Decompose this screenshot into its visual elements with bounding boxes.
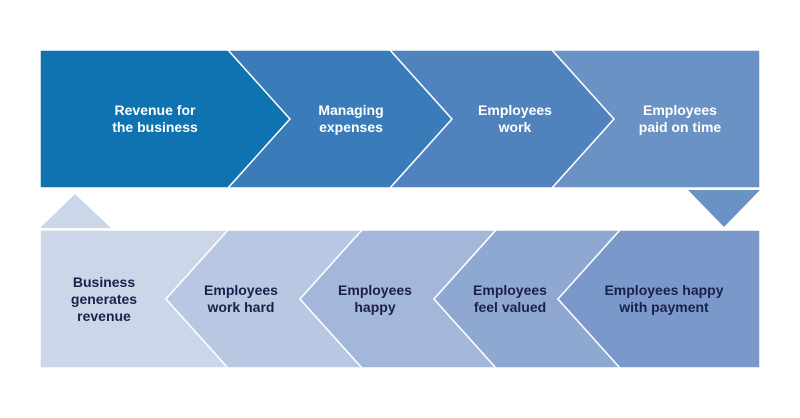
top-step-employees-paid-on-time-shape bbox=[550, 49, 761, 189]
top-step-label-employees-work: Employees work bbox=[478, 102, 552, 135]
up-arrow-connector bbox=[40, 194, 111, 228]
bottom-step-label-employees-happy: Employees happy bbox=[338, 282, 412, 315]
bottom-step-label-employees-feel-valued: Employees feel valued bbox=[473, 282, 547, 315]
top-step-label-managing-expenses: Managing expenses bbox=[318, 102, 384, 135]
down-arrow-connector bbox=[688, 190, 760, 227]
bottom-step-label-business-generates-revenue: Business generates revenue bbox=[70, 273, 138, 324]
top-step-label-revenue-for-business: Revenue for the business bbox=[112, 102, 198, 135]
bottom-step-label-employees-happy-with-payment: Employees happy with payment bbox=[604, 282, 724, 315]
bottom-step-employees-happy-with-payment-shape bbox=[556, 229, 761, 369]
top-step-label-employees-paid-on-time: Employees paid on time bbox=[638, 102, 722, 135]
bottom-step-label-employees-work-hard: Employees work hard bbox=[204, 282, 278, 315]
